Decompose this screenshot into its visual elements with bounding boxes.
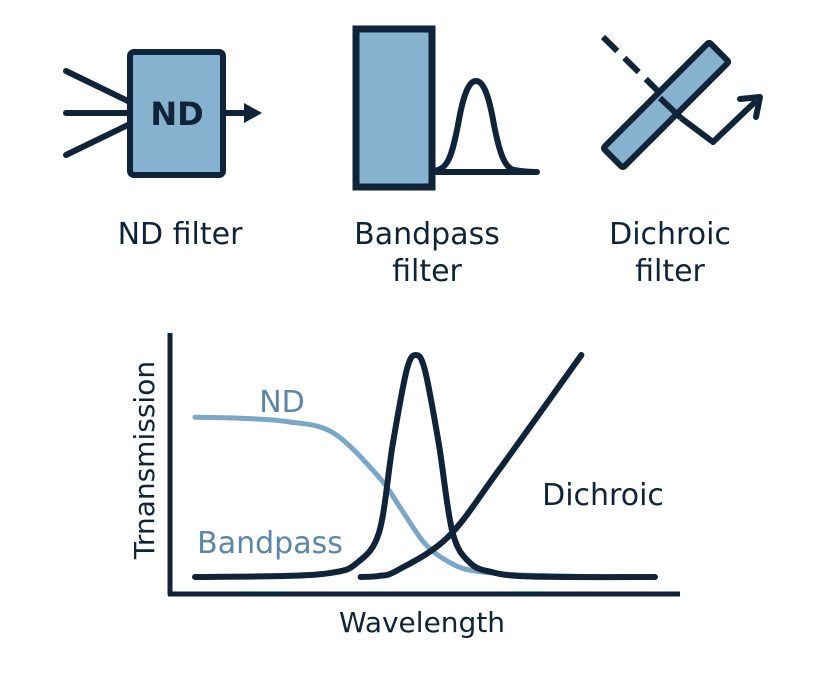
input-ray-upper bbox=[63, 68, 133, 105]
series-label-dichroic: Dichroic bbox=[542, 478, 664, 513]
nd-caption: ND filter bbox=[118, 217, 244, 252]
y-axis-label: Trnansmission bbox=[128, 361, 161, 560]
dichroic-caption-line1: Dichroic bbox=[609, 217, 731, 252]
input-ray-lower bbox=[63, 121, 133, 158]
reflected-ray bbox=[679, 98, 759, 145]
series-line-bandpass bbox=[192, 352, 658, 581]
output-arrowhead bbox=[244, 103, 262, 123]
bandpass-filter-block bbox=[352, 25, 436, 191]
bandpass-peak-curve bbox=[429, 77, 540, 175]
reflected-arrowhead bbox=[737, 94, 763, 120]
dichroic-caption-line2: filter bbox=[635, 254, 705, 289]
dichroic-filter-icon bbox=[600, 34, 763, 171]
transmitted-split bbox=[657, 95, 684, 121]
incident-ray-dashed bbox=[600, 34, 665, 98]
bandpass-filter-icon bbox=[352, 25, 540, 191]
series-label-bandpass: Bandpass bbox=[197, 526, 343, 561]
nd-box-text: ND bbox=[150, 95, 203, 133]
series-layer bbox=[192, 352, 658, 581]
bandpass-caption-line2: filter bbox=[392, 254, 462, 289]
series-line-dichroic bbox=[357, 352, 585, 580]
transmission-chart: Trnansmission Wavelength ND Bandpass Dic… bbox=[128, 333, 680, 639]
x-axis-label: Wavelength bbox=[339, 606, 505, 639]
series-label-nd: ND bbox=[259, 385, 305, 420]
bandpass-caption-line1: Bandpass bbox=[354, 217, 500, 252]
nd-filter-icon: ND bbox=[63, 49, 262, 178]
